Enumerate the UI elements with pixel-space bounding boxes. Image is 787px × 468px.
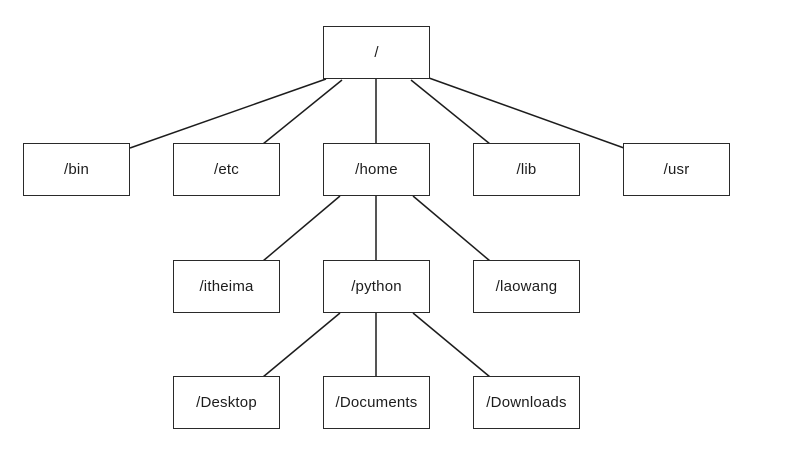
edge-home-laowang xyxy=(412,195,491,262)
tree-node-etc-label: /etc xyxy=(214,161,239,178)
tree-node-etc: /etc xyxy=(173,143,280,196)
tree-node-itheima-label: /itheima xyxy=(199,278,254,295)
tree-node-desktop-label: /Desktop xyxy=(196,394,257,411)
tree-node-root-label: / xyxy=(374,44,379,61)
edge-root-usr xyxy=(428,77,625,149)
edge-root-bin xyxy=(129,78,327,149)
tree-node-laowang: /laowang xyxy=(473,260,580,313)
edge-home-itheima xyxy=(262,195,341,262)
edge-python-downloads xyxy=(412,312,491,378)
edge-python-desktop xyxy=(262,312,341,378)
tree-node-root: / xyxy=(323,26,430,79)
tree-node-bin-label: /bin xyxy=(64,161,89,178)
tree-node-downloads-label: /Downloads xyxy=(486,394,567,411)
edge-root-etc xyxy=(262,79,343,145)
tree-node-documents: /Documents xyxy=(323,376,430,429)
tree-node-downloads: /Downloads xyxy=(473,376,580,429)
tree-node-python-label: /python xyxy=(351,278,402,295)
tree-node-usr-label: /usr xyxy=(663,161,690,178)
tree-node-lib: /lib xyxy=(473,143,580,196)
tree-node-itheima: /itheima xyxy=(173,260,280,313)
edge-root-lib xyxy=(410,79,491,145)
tree-node-laowang-label: /laowang xyxy=(495,278,558,295)
tree-node-documents-label: /Documents xyxy=(335,394,418,411)
tree-node-bin: /bin xyxy=(23,143,130,196)
tree-node-lib-label: /lib xyxy=(516,161,537,178)
tree-node-desktop: /Desktop xyxy=(173,376,280,429)
tree-node-python: /python xyxy=(323,260,430,313)
tree-node-home: /home xyxy=(323,143,430,196)
tree-node-home-label: /home xyxy=(355,161,398,178)
tree-node-usr: /usr xyxy=(623,143,730,196)
